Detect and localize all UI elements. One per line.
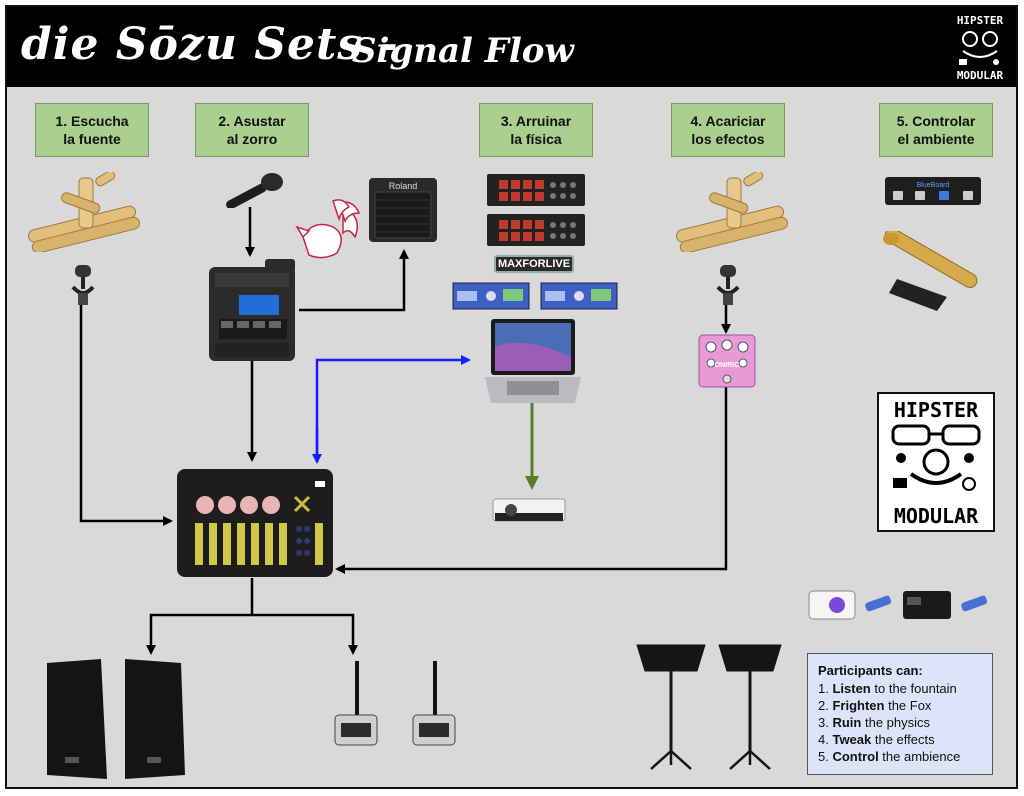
akai-controllers-icon [487,174,585,246]
big-logo-line2: MODULAR [893,504,979,528]
fx-pedal-icon: ONIRIC [698,334,756,388]
projector-icon [492,498,566,522]
step-2-label: 2. Asustar al zorro [195,103,309,157]
wire-midi-mixer-laptop [315,355,471,460]
expression-pedal-icon [883,231,978,311]
bamboo-fountain-2-icon [675,172,788,252]
mini-projectors-usb-icon [808,590,988,620]
step-1-line2: la fuente [63,131,121,147]
step-3-line1: 3. Arruinar [500,113,572,129]
footswitch-controller-icon: BlueBoard [885,177,981,205]
fox-icon [295,199,361,259]
step-1-label: 1. Escucha la fuente [35,103,149,157]
legend-item: 3. Ruin the physics [818,715,931,730]
mixer-console-icon [177,469,333,577]
wireless-transmitter-2-icon [412,661,456,746]
legend-title: Participants can: [818,663,923,678]
legend-item: 5. Control the ambience [818,749,961,764]
laptop-icon [485,319,581,403]
small-logo-line2: MODULAR [957,69,1004,82]
legend-item: 1. Listen to the fountain [818,681,957,696]
page-subtitle: Signal Flow [352,31,574,71]
max-devices-icon [452,282,618,310]
footswitch-label: BlueBoard [917,182,950,189]
legend-item: 4. Tweak the effects [818,732,935,747]
page-title: die Sōzu Sets - [21,19,399,70]
participants-legend: Participants can: 1. Listen to the fount… [807,653,993,775]
diagram-frame: die Sōzu Sets - Signal Flow HIPSTER MODU… [5,5,1018,789]
fx-pedal-label: ONIRIC [715,362,740,369]
clip-mic-2-icon [716,265,740,305]
wire-fountain-mic-to-mixer [79,305,173,526]
step-5-line1: 5. Controlar [896,113,976,129]
hipster-face-icon [891,424,981,491]
wireless-transmitter-icon [334,661,378,746]
maxforlive-logo: MAXFORLIVE [494,255,574,273]
wire-fxpedal-to-mixer [335,386,728,574]
legend-item: 2. Frighten the Fox [818,698,932,713]
step-5-label: 5. Controlar el ambiente [879,103,993,157]
step-2-line1: 2. Asustar [218,113,286,129]
step-3-label: 3. Arruinar la física [479,103,593,157]
bamboo-fountain-icon [27,172,140,252]
clip-mic-icon [71,265,95,305]
small-logo-line1: HIPSTER [957,14,1004,27]
header-bar: die Sōzu Sets - Signal Flow HIPSTER MODU… [7,7,1016,87]
step-1-line1: 1. Escucha [55,113,129,129]
big-logo-line1: HIPSTER [893,398,979,422]
signal-wires [79,207,731,655]
hipster-modular-small-logo: HIPSTER MODULAR [957,14,1004,82]
music-stands-icon [636,644,782,770]
voice-processor-icon [209,259,295,361]
wire-processor-to-amp [299,249,409,312]
amp-brand-label: Roland [389,181,418,191]
wire-mixer-to-outputs [146,578,254,655]
step-4-line1: 4. Acariciar [690,113,766,129]
step-4-line2: los efectos [691,131,765,147]
step-3-line2: la física [510,131,562,147]
pa-speakers-icon [47,659,185,779]
step-5-line2: el ambiente [897,131,975,147]
roland-amp-icon: Roland [369,178,437,242]
hipster-modular-logo: HIPSTER MODULAR [877,392,995,532]
step-4-label: 4. Acariciar los efectos [671,103,785,157]
step-2-line2: al zorro [226,131,278,147]
handheld-mic-icon [226,173,283,208]
